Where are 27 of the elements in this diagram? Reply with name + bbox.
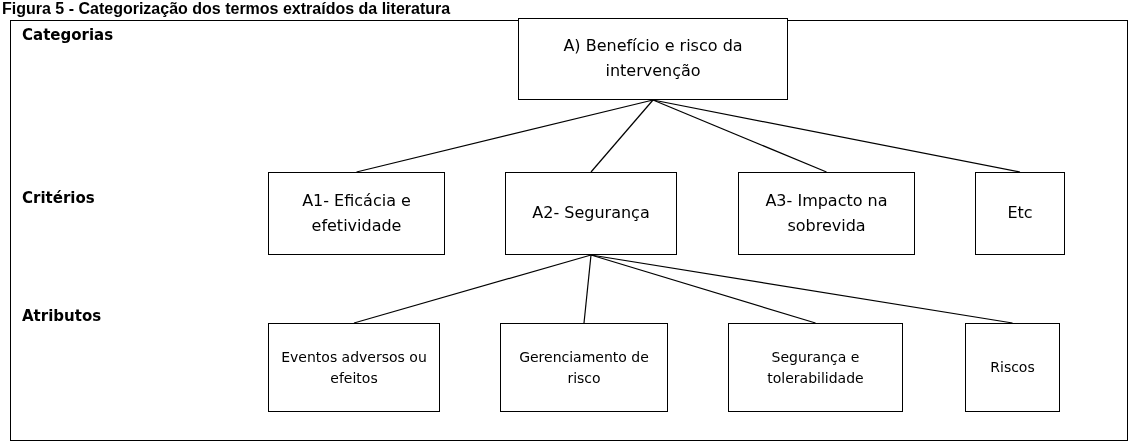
criterion-box [975, 172, 1065, 255]
node-text: Etc [1007, 202, 1033, 225]
row-label: Critérios [22, 189, 95, 207]
node-text: A3- Impacto na sobrevida [764, 189, 889, 237]
row-label: Categorias [22, 26, 114, 44]
category-box [518, 18, 788, 100]
criterion-box [268, 172, 445, 255]
node-text: Eventos adversos ou efeitos [280, 347, 428, 388]
attribute-box [500, 323, 668, 412]
connector-line [583, 254, 592, 324]
node-text: Segurança e tolerabilidade [766, 347, 865, 388]
criterion-box [738, 172, 915, 255]
connector-line [355, 99, 654, 173]
attribute-box [268, 323, 440, 412]
connector-line [590, 99, 654, 173]
attribute-box [728, 323, 903, 412]
node-text: Gerenciamento de risco [518, 347, 650, 388]
row-label: Atributos [22, 307, 102, 325]
node-text: A1- Eficácia e efetividade [301, 189, 412, 237]
node-text: A2- Segurança [532, 202, 650, 225]
connector-line [652, 99, 828, 173]
attribute-box [965, 323, 1060, 412]
criterion-box [505, 172, 677, 255]
connector-line [353, 254, 592, 324]
figure-title: Figura 5 - Categorização dos termos extraídos da literatura [2, 0, 451, 18]
node-text: Riscos [990, 358, 1035, 377]
node-text: A) Benefício e risco da intervenção [562, 35, 744, 82]
